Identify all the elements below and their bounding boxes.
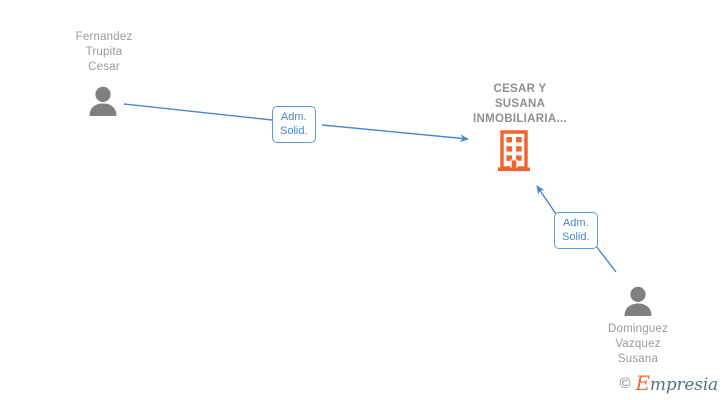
company-label-line: INMOBILIARIA...: [473, 113, 567, 125]
edge-dominguez-to-company[interactable]: [536, 185, 617, 273]
edge-label-adm-solid-dominguez[interactable]: Adm. Solid.: [554, 212, 598, 249]
person-icon: [89, 86, 117, 116]
node-person-fernandez[interactable]: [86, 86, 120, 116]
node-label-line: Cesar: [88, 61, 120, 73]
edge-label-adm-solid-fernandez[interactable]: Adm. Solid.: [272, 106, 316, 143]
node-label-company-cesar-susana: CESAR Y SUSANA INMOBILIARIA...: [450, 82, 590, 127]
person-icon: [624, 286, 652, 316]
edge-label-line: Adm.: [280, 111, 307, 123]
copyright-icon: ©: [619, 375, 631, 392]
company-label-line: SUSANA: [494, 98, 546, 110]
company-label-line: CESAR Y: [493, 83, 547, 95]
empresia-logo: Empresia: [636, 373, 719, 394]
building-icon: [498, 130, 530, 171]
empresia-logo-rest: mpresia: [649, 375, 718, 395]
empresia-watermark: © Empresia: [619, 373, 718, 394]
node-label-person-dominguez: Dominguez Vazquez Susana: [578, 322, 698, 367]
edge-label-line: Solid.: [562, 231, 590, 243]
node-label-line: Susana: [617, 353, 659, 365]
empresia-logo-initial: E: [635, 371, 651, 395]
node-label-line: Dominguez: [608, 323, 668, 335]
node-company-cesar-susana[interactable]: [496, 129, 532, 173]
edge-label-line: Adm.: [562, 217, 589, 229]
node-person-dominguez[interactable]: [621, 286, 655, 316]
node-label-line: Fernandez: [75, 31, 133, 43]
node-label-line: Trupita: [85, 46, 123, 58]
node-label-line: Vazquez: [615, 338, 661, 350]
node-label-person-fernandez: Fernandez Trupita Cesar: [44, 30, 164, 75]
edge-label-line: Solid.: [280, 125, 308, 137]
edge-fernandez-to-company[interactable]: [123, 103, 469, 143]
